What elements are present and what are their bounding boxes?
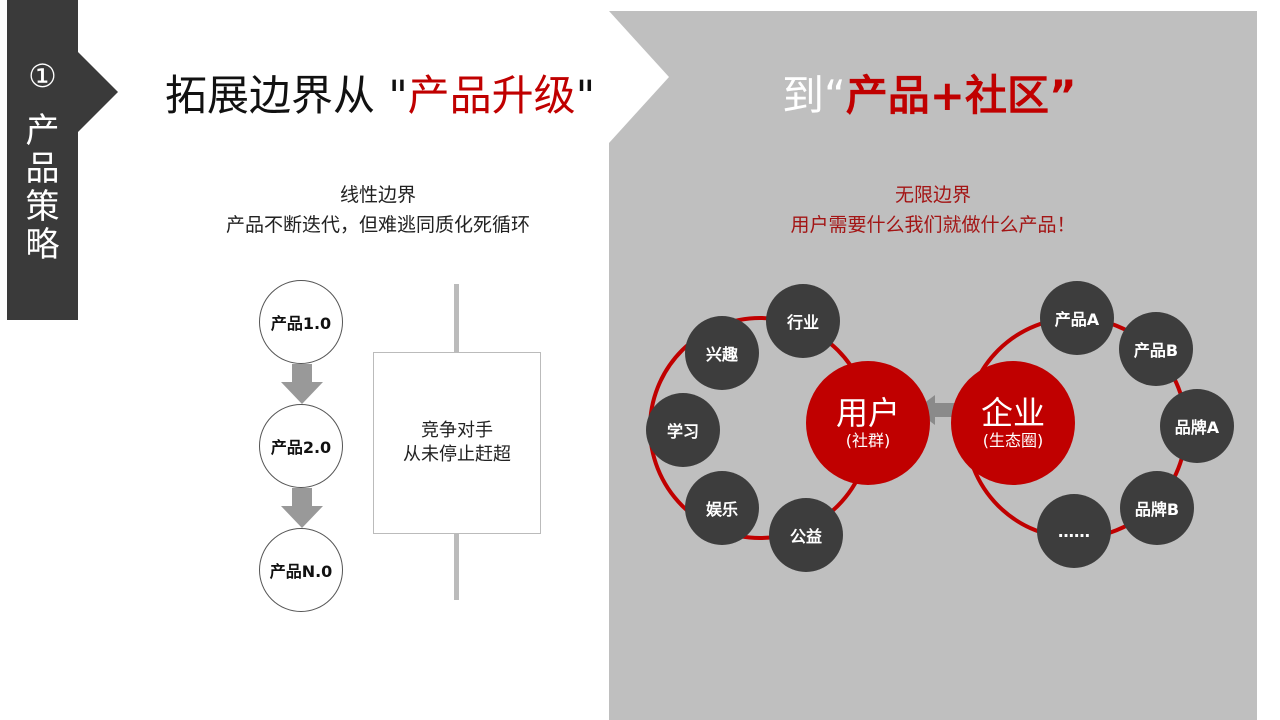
section-tab — [7, 0, 78, 320]
user-node: 娱乐 — [685, 471, 759, 545]
competitor-box: 竞争对手 从未停止赶超 — [373, 352, 541, 534]
user-node: 公益 — [769, 498, 843, 572]
down-arrow-icon — [281, 488, 323, 528]
headline-right: 到“产品+社区” — [782, 68, 1077, 124]
product-version-circle: 产品2.0 — [259, 404, 343, 488]
enterprise-node: 产品A — [1040, 281, 1114, 355]
user-hub: 用户 (社群) — [806, 361, 930, 485]
divider-line — [454, 284, 459, 354]
left-subtitle-line1: 线性边界 — [339, 184, 416, 206]
headline-left-highlight: 产品升级 — [407, 71, 576, 120]
user-node: 兴趣 — [685, 316, 759, 390]
enterprise-hub-sublabel: (生态圈) — [982, 431, 1044, 450]
enterprise-hub: 企业 (生态圈) — [951, 361, 1075, 485]
transition-chevron — [609, 11, 669, 143]
left-subtitle-line2: 产品不断迭代，但难逃同质化死循环 — [225, 214, 530, 236]
divider-line — [454, 534, 459, 600]
section-title-char: 略 — [25, 225, 60, 265]
enterprise-hub-label: 企业 — [980, 394, 1045, 432]
product-version-circle: 产品N.0 — [259, 528, 343, 612]
product-version-circle: 产品1.0 — [259, 280, 343, 364]
headline-left: 拓展边界从 "产品升级" — [165, 68, 595, 124]
competitor-line2: 从未停止赶超 — [403, 444, 511, 465]
enterprise-node: 品牌B — [1120, 471, 1194, 545]
section-title-char: 策 — [25, 187, 60, 227]
headline-right-prefix: 到“ — [782, 71, 846, 120]
user-hub-sublabel: (社群) — [845, 431, 891, 450]
headline-left-suffix: " — [575, 71, 596, 120]
right-subtitle-line1: 无限边界 — [894, 184, 971, 206]
right-subtitle: 无限边界 用户需要什么我们就做什么产品！ — [740, 180, 1126, 240]
section-title-char: 品 — [25, 149, 60, 189]
section-number: ① — [28, 57, 57, 95]
user-node: 学习 — [646, 393, 720, 467]
enterprise-node: 品牌A — [1160, 389, 1234, 463]
headline-right-suffix: ” — [1048, 71, 1077, 120]
competitor-line1: 竞争对手 — [421, 420, 493, 441]
section-title: 产 品 策 略 — [7, 112, 78, 264]
right-subtitle-line2: 用户需要什么我们就做什么产品！ — [790, 214, 1076, 236]
section-tab-arrow — [78, 52, 118, 132]
headline-left-prefix: 拓展边界从 " — [165, 71, 408, 120]
user-hub-label: 用户 — [835, 394, 900, 432]
enterprise-node: 产品B — [1119, 312, 1193, 386]
user-node: 行业 — [766, 284, 840, 358]
left-subtitle: 线性边界 产品不断迭代，但难逃同质化死循环 — [190, 180, 566, 240]
headline-right-highlight: 产品+社区 — [845, 71, 1049, 120]
section-title-char: 产 — [25, 111, 60, 151]
enterprise-node: …… — [1037, 494, 1111, 568]
down-arrow-icon — [281, 364, 323, 404]
